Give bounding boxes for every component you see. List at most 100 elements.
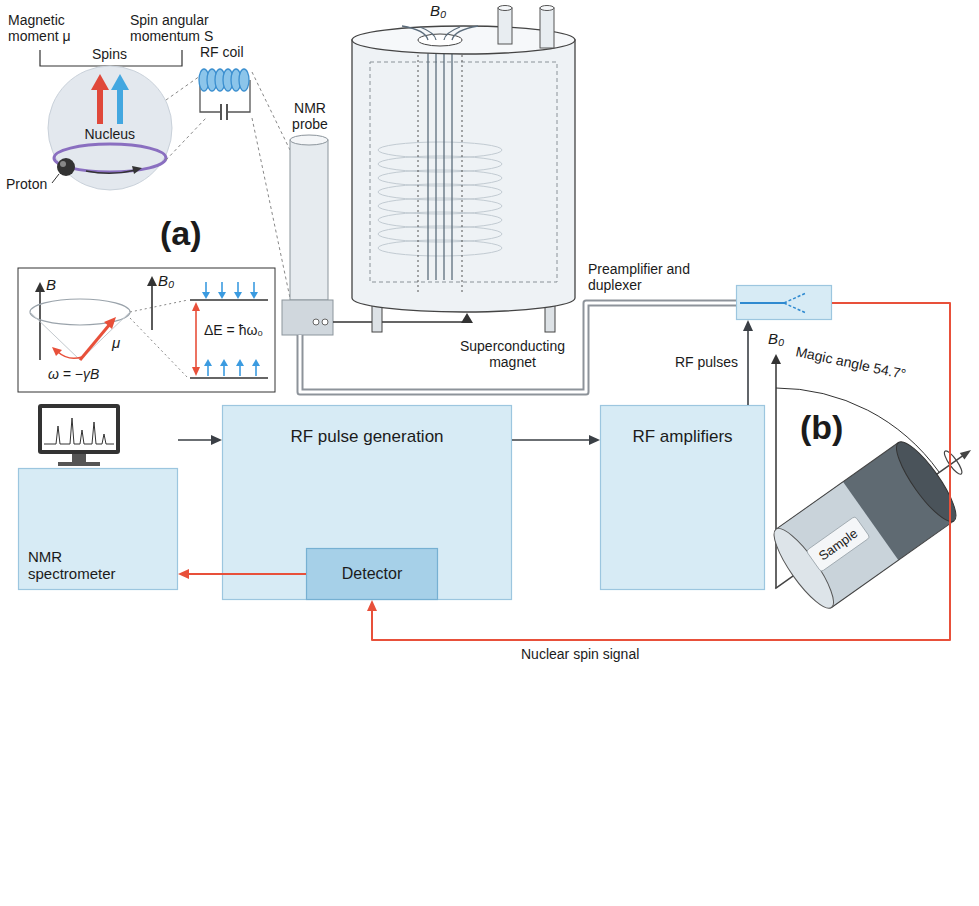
sample-rotor (747, 411, 979, 628)
connector (178, 569, 306, 579)
process-box: RF pulse generationDetector (222, 405, 512, 600)
magnet-pipe (498, 8, 512, 44)
magnet-pipe (540, 6, 554, 11)
arrow-head (367, 600, 377, 611)
probe-top (290, 135, 328, 145)
monitor-screen (42, 408, 116, 450)
capacitor (220, 104, 222, 120)
arrow-head (91, 74, 109, 90)
arrow-head (461, 313, 473, 323)
magnet-inner (370, 62, 557, 282)
part-label: Proton (6, 176, 47, 192)
arrow-head (147, 276, 157, 286)
box-label: NMR spectrometer (28, 548, 128, 582)
magnet-windings (378, 142, 502, 256)
process-box: NMR spectrometer (18, 400, 178, 590)
box-label: RF amplifiers (600, 405, 765, 447)
arrow-head (743, 320, 753, 331)
probe-body (290, 140, 328, 300)
proton-shine (60, 161, 66, 167)
process-box: Preamplifier and duplexer (736, 285, 832, 320)
symbol-label: B₀ (768, 330, 784, 347)
spectrum-trace (44, 418, 114, 444)
connector (743, 320, 753, 405)
spin-arrow (117, 88, 123, 124)
box-heading: Preamplifier and duplexer (588, 261, 692, 293)
spin-up-arrows (208, 365, 256, 376)
connector (367, 303, 950, 640)
precession-cone (30, 299, 130, 325)
part-label: Sample (816, 525, 861, 563)
cable (300, 303, 736, 392)
arrow-head (111, 74, 129, 90)
arrow-heads (202, 292, 258, 299)
pointer-line (333, 321, 467, 322)
edge-label: RF pulses (673, 354, 740, 370)
arrow-head (192, 367, 200, 376)
moment-vector (80, 324, 110, 360)
arrow-head (211, 435, 222, 445)
signal-line (187, 573, 306, 575)
signal-line (512, 439, 591, 441)
part-label: Superconducting magnet (455, 338, 570, 370)
monitor-stand (72, 454, 86, 462)
precession-cone (30, 312, 80, 360)
field-vector (39, 290, 41, 360)
signal-line (372, 303, 950, 640)
process-box: Detector (306, 548, 438, 600)
monitor-stand (58, 462, 100, 466)
box-fill (307, 549, 438, 600)
duplexer-symbol (784, 293, 806, 303)
magnet-pipe (498, 6, 512, 11)
symbol-label: B (46, 276, 56, 293)
equation-label: ΔE = ħω₀ (204, 322, 263, 338)
magnet-pipe (540, 8, 554, 48)
panel-label: (a) (160, 214, 202, 253)
orbit-arrow (86, 170, 136, 173)
angle-label: Magic angle 54.7° (794, 343, 907, 382)
proton (57, 158, 75, 176)
connector (178, 435, 222, 445)
field-axis (775, 362, 777, 588)
box-fill (19, 469, 178, 590)
zoom-line (166, 118, 206, 160)
nucleus-circle (48, 66, 172, 190)
arrow-head (132, 166, 142, 174)
arrow-head (589, 435, 600, 445)
monitor (38, 404, 120, 454)
arrow-head (771, 354, 781, 364)
part-label: RF coil (200, 44, 244, 60)
zoom-line (166, 76, 200, 100)
arrow-head (178, 569, 189, 579)
arrow-head (35, 282, 45, 292)
field-lines (428, 40, 452, 280)
bore (418, 40, 419, 292)
spin-down-arrows (206, 282, 254, 293)
probe-label: NMR probe (280, 100, 340, 132)
box-fill (223, 406, 512, 600)
box-label: Detector (342, 565, 402, 583)
box-label: RF pulse generation (222, 405, 512, 447)
field-vector (151, 284, 153, 330)
zoom-line (252, 72, 290, 150)
energy-level (190, 377, 268, 379)
inset-frame (18, 268, 275, 392)
box-fill (601, 406, 765, 590)
signal-line (178, 439, 213, 441)
edge-label: Nuclear spin signal (519, 646, 641, 662)
energy-level (190, 299, 268, 301)
spin-arrow (97, 88, 103, 124)
field-lines (402, 26, 478, 40)
precession-cone (80, 312, 130, 360)
process-box: RF amplifiers (600, 405, 765, 590)
arrow-heads (204, 359, 260, 366)
connector (300, 303, 736, 392)
equation-label: ω = −γB (48, 366, 99, 382)
zoom-line (130, 300, 188, 312)
connector-port (313, 319, 319, 325)
symbol-label: B₀ (430, 2, 446, 19)
probe-node: NMR probe (280, 100, 340, 335)
part-label: Spin angular momentum S (130, 12, 226, 44)
